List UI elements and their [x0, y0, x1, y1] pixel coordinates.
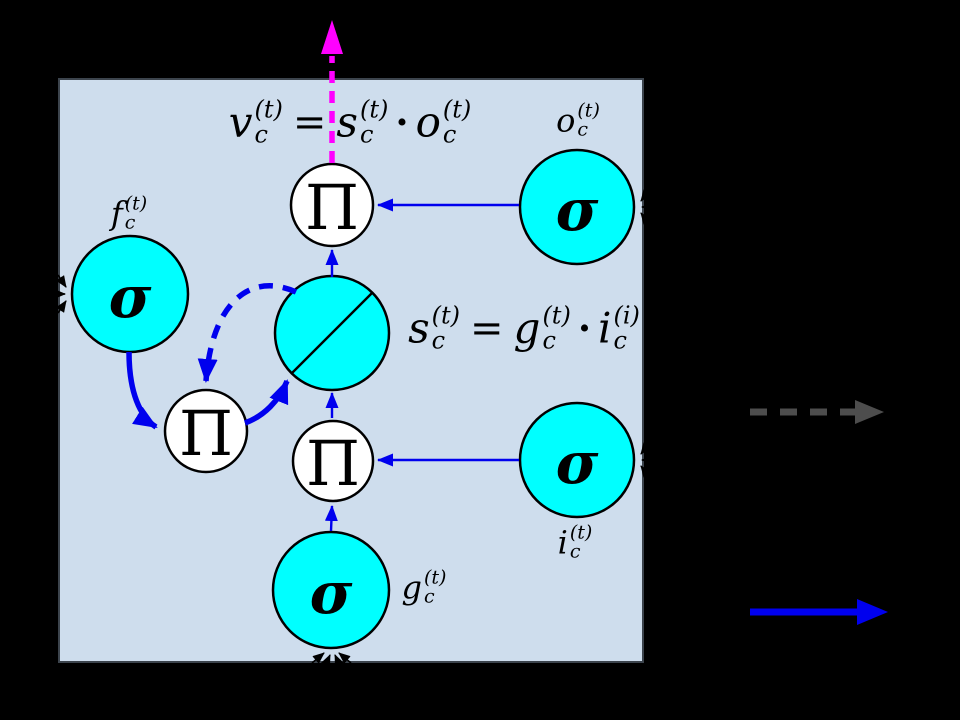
external-inputs-g-node: [311, 652, 352, 668]
legend-dashed-arrow: [750, 400, 884, 424]
legend-solid-arrow: [750, 599, 888, 625]
label-base: i: [557, 524, 568, 562]
formula-sub: c: [431, 326, 446, 354]
input-gate-sigma: σ: [555, 429, 599, 497]
product-bottom-pi: Π: [305, 427, 361, 500]
multiply-dot: ·: [395, 99, 409, 145]
left-product-to-state-edge: [243, 379, 290, 426]
formula-var: i: [598, 303, 612, 353]
label-sup: (t): [569, 521, 593, 544]
formula-sup: (t): [431, 301, 461, 330]
input-gate-node: [518, 401, 636, 519]
formula-sup: (t): [542, 301, 571, 330]
label-base: o: [556, 102, 576, 140]
formula-sub: c: [359, 120, 374, 148]
multiply-dot: ·: [577, 305, 592, 351]
product-left-node: [163, 388, 249, 474]
forget-gate-to-product-edge: [126, 351, 158, 430]
forget-gate-sigma: σ: [108, 263, 152, 331]
input-gate-label: i(t)c: [557, 521, 593, 563]
label-base: f: [110, 195, 123, 233]
label-sup: (t): [124, 192, 148, 215]
formula-sub: c: [542, 326, 556, 354]
output-formula: v(t)c = s(t)c · o(t)c: [228, 95, 472, 148]
state-formula: s(t)c = g(t)c · i(i)c: [408, 301, 640, 354]
product-left-pi: Π: [178, 397, 234, 470]
label-sub: c: [577, 119, 589, 141]
g-node-label: g(t)c: [401, 566, 447, 608]
formula-sup: (t): [359, 95, 389, 124]
output-gate-sigma: σ: [555, 176, 599, 244]
cell-output-arrowhead: [321, 20, 343, 54]
product-bottom-node: [291, 419, 375, 503]
equals-sign: =: [470, 305, 504, 351]
formula-var: g: [513, 303, 541, 353]
forget-gate-label: f(t)c: [110, 192, 148, 234]
g-input-node: [271, 530, 391, 650]
formula-sup: (t): [254, 95, 283, 124]
output-gate-label: o(t)c: [556, 99, 600, 141]
formula-sub: c: [442, 120, 457, 148]
g-to-bottom-product-edge: [324, 505, 338, 532]
output-gate-node: [518, 148, 636, 266]
external-inputs-output-gate: [640, 188, 653, 226]
external-inputs-input-gate: [640, 441, 653, 479]
label-sub: c: [569, 541, 581, 563]
formula-sub: c: [254, 120, 268, 148]
label-sup: (t): [424, 566, 447, 589]
label-base: g: [401, 569, 423, 607]
label-sup: (t): [577, 99, 600, 122]
product-top-node: [289, 162, 375, 248]
formula-var: s: [408, 303, 430, 353]
formula-sup: (t): [442, 95, 472, 124]
formula-var: v: [228, 97, 253, 147]
cell-state-diagonal: [291, 292, 373, 374]
g-node-sigma: σ: [309, 559, 353, 627]
formula-var: o: [415, 97, 441, 147]
label-sub: c: [424, 586, 435, 608]
product-top-pi: Π: [304, 171, 360, 244]
equals-sign: =: [292, 99, 327, 145]
formula-var: s: [336, 97, 358, 147]
external-inputs-forget-gate: [54, 274, 67, 314]
formula-sub: c: [613, 326, 627, 354]
formula-sup: (i): [613, 301, 640, 330]
label-sub: c: [124, 212, 136, 234]
state-recurrent-dashed-edge: [197, 283, 298, 383]
